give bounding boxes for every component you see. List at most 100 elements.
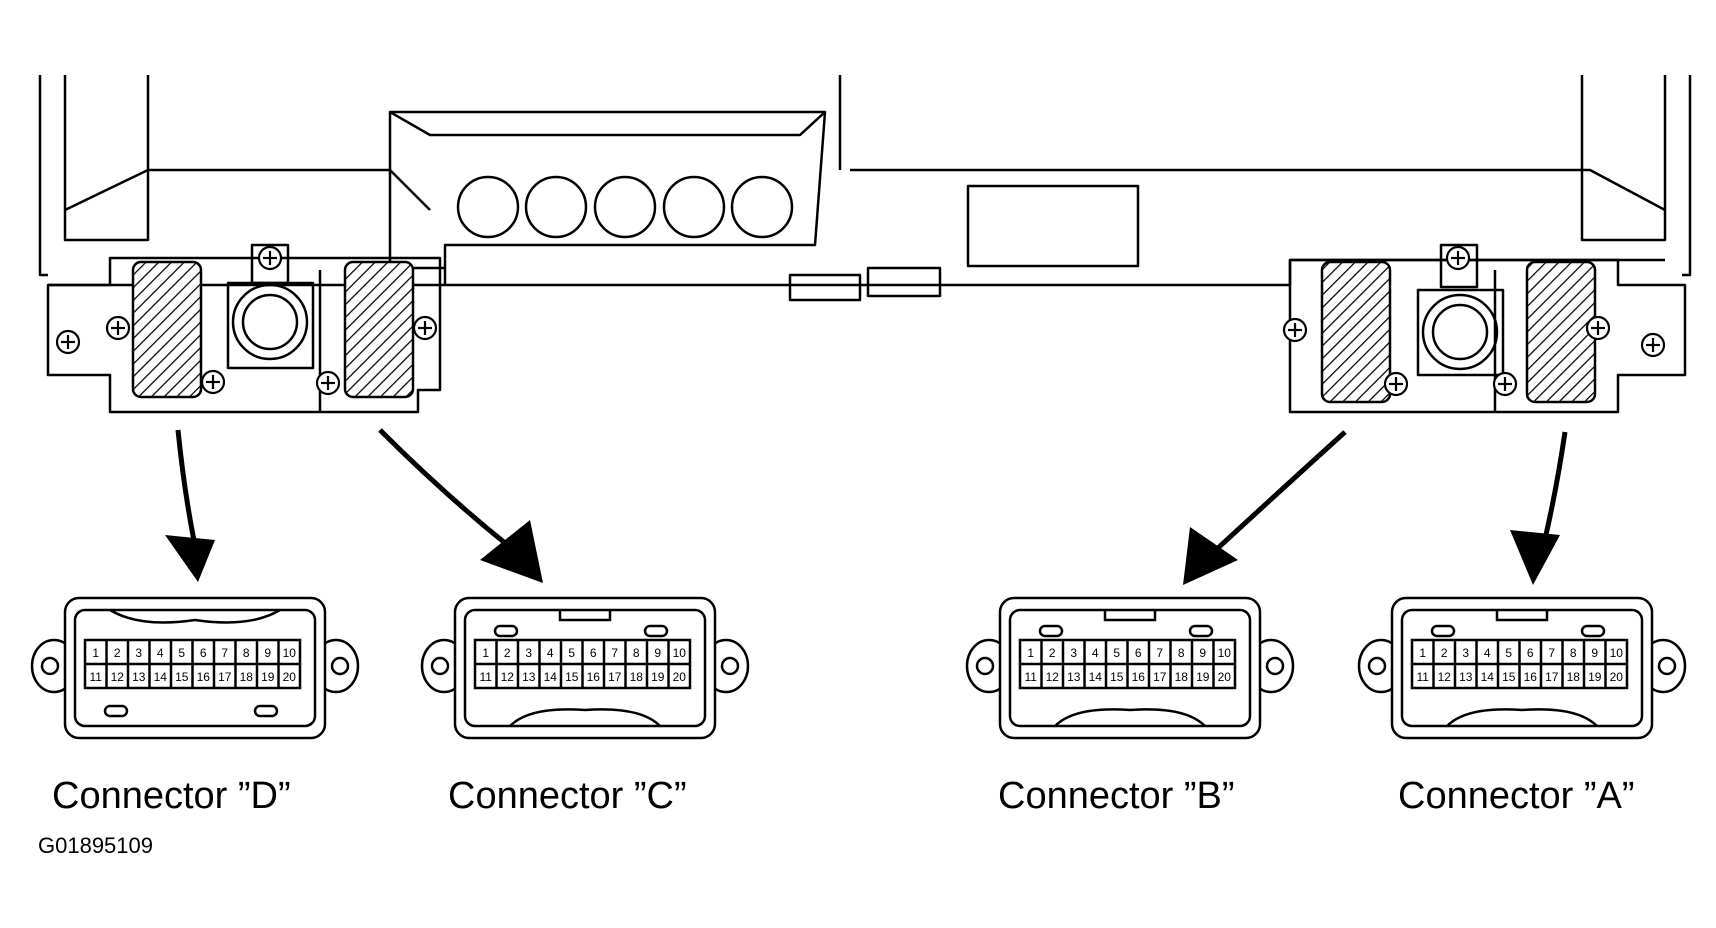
pin-number: 11 — [1025, 670, 1038, 684]
pin-number: 3 — [1070, 646, 1077, 660]
pin-number: 10 — [283, 646, 297, 660]
pin-number: 4 — [1484, 646, 1491, 660]
screw-icon — [1383, 371, 1409, 397]
pin-number: 16 — [1524, 670, 1538, 684]
pin-number: 6 — [1527, 646, 1534, 660]
screw-icon — [55, 329, 81, 355]
port-4 — [662, 175, 726, 239]
bracket-base-line — [443, 258, 1665, 287]
screw-icon — [200, 369, 226, 395]
pin-number: 6 — [1135, 646, 1142, 660]
pin-number: 1 — [482, 646, 489, 660]
pin-number: 1 — [1027, 646, 1034, 660]
screw-icon — [105, 315, 131, 341]
pin-number: 17 — [218, 670, 232, 684]
pin-number: 9 — [264, 646, 271, 660]
arrow-icon — [378, 428, 543, 583]
left-post-outer — [231, 283, 309, 361]
pin-number: 13 — [522, 670, 536, 684]
pin-number: 5 — [1113, 646, 1120, 660]
pin-number: 8 — [1178, 646, 1185, 660]
pin-number: 3 — [135, 646, 142, 660]
pin-number: 11 — [90, 670, 103, 684]
pin-number: 20 — [1610, 670, 1624, 684]
pin-number: 2 — [114, 646, 121, 660]
arrow-icon — [1183, 430, 1347, 585]
pin-number: 17 — [1153, 670, 1167, 684]
pin-number: 18 — [1567, 670, 1581, 684]
pin-number: 15 — [175, 670, 189, 684]
right-post-tab — [1439, 243, 1479, 289]
socket-b — [1320, 260, 1392, 404]
pin-number: 16 — [587, 670, 601, 684]
pin-number: 15 — [1502, 670, 1516, 684]
pin-number: 14 — [1089, 670, 1103, 684]
center-block-bevel — [389, 110, 826, 137]
screw-icon — [1585, 315, 1611, 341]
socket-c — [343, 260, 415, 399]
pin-number: 8 — [243, 646, 250, 660]
screw-icon — [1282, 317, 1308, 343]
pin-number: 12 — [1438, 670, 1452, 684]
pin-number: 10 — [1218, 646, 1232, 660]
port-2 — [524, 175, 588, 239]
right-bracket — [1288, 258, 1687, 414]
pin-number: 10 — [673, 646, 687, 660]
center-module — [966, 184, 1140, 268]
pin-number: 20 — [283, 670, 297, 684]
small-tab-1 — [788, 273, 862, 302]
pin-number: 4 — [157, 646, 164, 660]
pin-number: 14 — [544, 670, 558, 684]
connector-a-label: Connector ”A” — [1398, 775, 1635, 817]
pin-number: 14 — [154, 670, 168, 684]
pin-number: 12 — [111, 670, 125, 684]
small-tab-2 — [866, 266, 942, 298]
pin-number: 18 — [240, 670, 254, 684]
pin-number: 13 — [132, 670, 146, 684]
screw-icon — [257, 245, 283, 271]
housing-right-shelf — [850, 168, 1666, 212]
pin-number: 1 — [92, 646, 99, 660]
pin-number: 2 — [1441, 646, 1448, 660]
screw-icon — [1492, 371, 1518, 397]
pin-number: 11 — [1417, 670, 1430, 684]
pin-number: 8 — [1570, 646, 1577, 660]
pin-number: 19 — [651, 670, 665, 684]
port-5 — [730, 175, 794, 239]
left-bracket — [46, 256, 442, 414]
pin-number: 16 — [1132, 670, 1146, 684]
pin-number: 18 — [1175, 670, 1189, 684]
pin-number: 18 — [630, 670, 644, 684]
housing-left-shelf — [64, 168, 431, 212]
pin-number: 20 — [1218, 670, 1232, 684]
pin-number: 5 — [1505, 646, 1512, 660]
housing-right-edge — [1682, 75, 1692, 277]
pin-number: 12 — [1046, 670, 1060, 684]
pin-number: 6 — [200, 646, 207, 660]
pin-number: 19 — [1196, 670, 1210, 684]
port-1 — [456, 175, 520, 239]
housing-right-inner-edge — [1580, 75, 1667, 242]
connector-b — [965, 596, 1295, 740]
pin-number: 7 — [1548, 646, 1555, 660]
pin-number: 16 — [197, 670, 211, 684]
connector-b-label: Connector ”B” — [998, 775, 1235, 817]
pin-number: 6 — [590, 646, 597, 660]
pin-number: 17 — [1545, 670, 1559, 684]
connector-d-label: Connector ”D” — [52, 775, 291, 817]
pin-number: 11 — [480, 670, 493, 684]
pin-number: 5 — [178, 646, 185, 660]
pin-number: 2 — [1049, 646, 1056, 660]
screw-icon — [315, 370, 341, 396]
figure-code: G01895109 — [38, 833, 153, 858]
pin-number: 13 — [1067, 670, 1081, 684]
pin-number: 4 — [547, 646, 554, 660]
pin-number: 9 — [1199, 646, 1206, 660]
arrow-icon — [1510, 431, 1568, 585]
port-3 — [593, 175, 657, 239]
pin-number: 19 — [1588, 670, 1602, 684]
pin-number: 15 — [565, 670, 579, 684]
pin-number: 12 — [501, 670, 515, 684]
connector-c — [420, 596, 750, 740]
pin-number: 15 — [1110, 670, 1124, 684]
